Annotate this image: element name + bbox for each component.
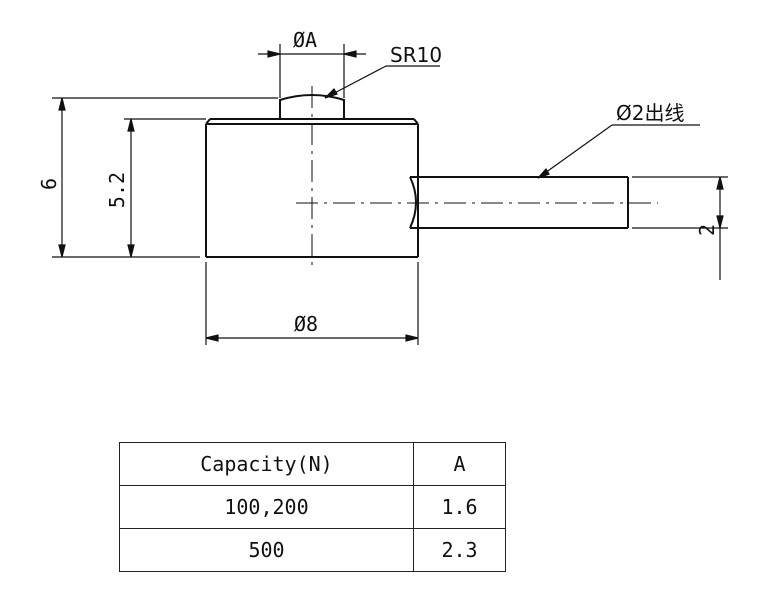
cable-outline xyxy=(409,176,629,229)
cable-dim-label: 2 xyxy=(695,224,719,236)
sensor-body-outline xyxy=(205,118,419,258)
cable-leader xyxy=(537,124,700,179)
height-body-label: 5.2 xyxy=(105,172,129,208)
dia-body-label: Ø8 xyxy=(294,312,318,336)
dia-body-dimension xyxy=(205,262,419,345)
capacity-table: Capacity(N) A 100,200 1.6 500 2.3 xyxy=(119,442,506,572)
table-row: 500 2.3 xyxy=(119,528,506,572)
sr10-leader xyxy=(324,65,440,99)
table-cell-capacity: 100,200 xyxy=(119,485,414,529)
cable-diameter-dimension xyxy=(632,176,728,280)
height-total-dimension xyxy=(52,97,278,258)
table-cell-capacity: 500 xyxy=(119,528,414,572)
table-cell-a: 1.6 xyxy=(413,485,506,529)
height-total-label: 6 xyxy=(37,178,61,190)
cable-label: Ø2出线 xyxy=(616,101,684,125)
table-header-row: Capacity(N) A xyxy=(119,442,506,486)
table-header-a: A xyxy=(413,442,506,486)
center-lines xyxy=(296,86,658,270)
dia-a-dimension xyxy=(258,44,366,98)
table-cell-a: 2.3 xyxy=(413,528,506,572)
dia-a-label: ØA xyxy=(293,28,317,52)
sr10-label: SR10 xyxy=(390,43,442,67)
table-row: 100,200 1.6 xyxy=(119,485,506,529)
table-header-capacity: Capacity(N) xyxy=(119,442,414,486)
height-body-dimension xyxy=(124,118,206,258)
